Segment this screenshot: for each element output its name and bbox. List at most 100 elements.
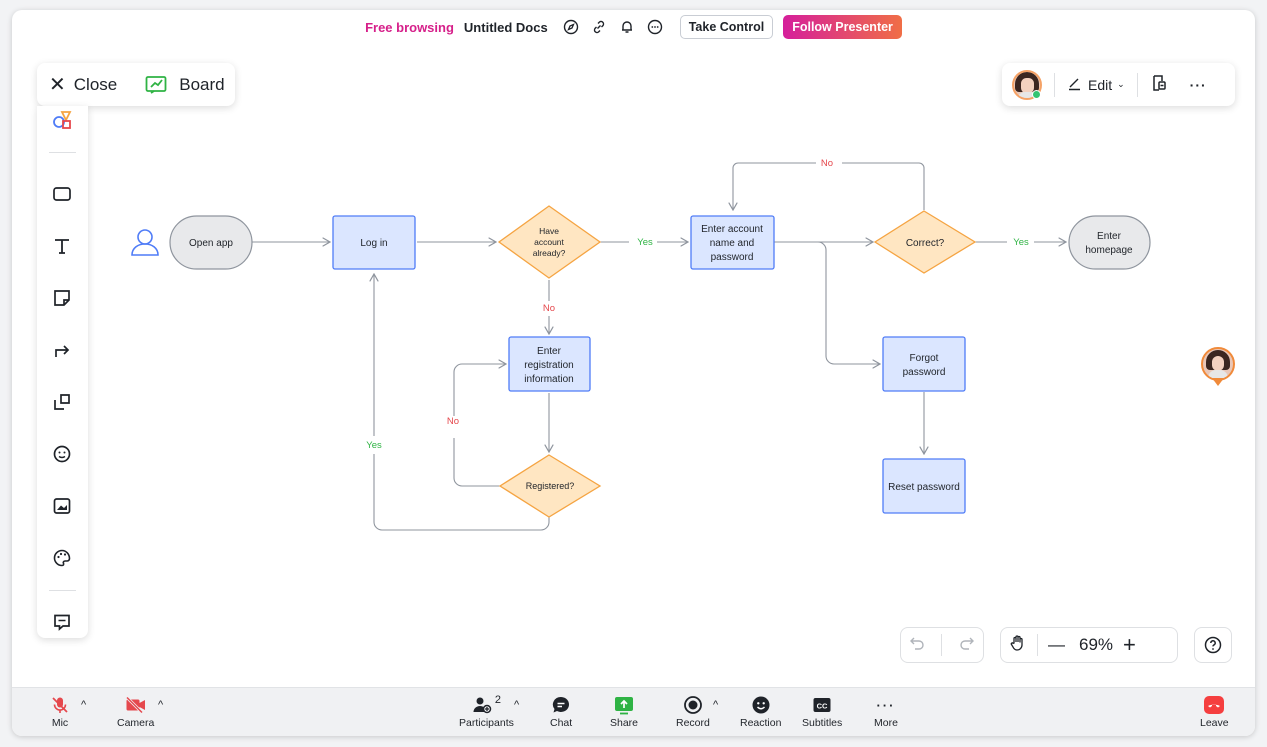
more-label: More (874, 717, 898, 729)
chat-label: Chat (550, 717, 573, 729)
mic-options-caret[interactable]: ^ (81, 699, 87, 711)
zoom-level[interactable]: 69% (1078, 635, 1114, 654)
close-board-bar: ✕ Close Board (37, 63, 235, 106)
share-button[interactable]: Share (610, 694, 638, 729)
palette-icon[interactable] (50, 546, 74, 570)
undo-redo-group (900, 627, 984, 663)
node-correct[interactable]: Correct? (873, 210, 977, 274)
svg-text:Enter account: Enter account (701, 224, 763, 235)
svg-text:CC: CC (817, 702, 828, 711)
more-button[interactable]: ··· (1189, 76, 1207, 93)
leave-button[interactable]: Leave (1200, 694, 1229, 729)
node-registered[interactable]: Registered? (498, 454, 602, 518)
svg-text:Correct?: Correct? (906, 238, 945, 249)
divider (1037, 634, 1038, 656)
more-button[interactable]: ··· More (874, 694, 898, 730)
rectangle-icon[interactable] (50, 182, 74, 206)
reaction-icon (751, 694, 771, 716)
node-forgot-password[interactable]: Forgot password (882, 336, 966, 392)
follow-presenter-button[interactable]: Follow Presenter (783, 15, 902, 39)
camera-button[interactable]: Camera (117, 694, 154, 729)
mic-button[interactable]: Mic (50, 694, 70, 729)
subtitles-label: Subtitles (802, 717, 843, 729)
toolbar-divider (49, 152, 76, 153)
link-icon[interactable] (590, 18, 608, 36)
record-label: Record (676, 717, 710, 729)
participants-button[interactable]: 2 Participants (459, 694, 514, 729)
mic-muted-icon (50, 694, 70, 716)
comment-icon[interactable] (50, 610, 74, 634)
record-options-caret[interactable]: ^ (713, 699, 719, 711)
whiteboard-canvas[interactable]: Yes No Yes No No Yes Open app Log in Hav… (12, 10, 1255, 680)
presenter-avatar[interactable] (1201, 347, 1235, 381)
document-icon[interactable] (1150, 74, 1168, 95)
divider (1136, 72, 1138, 97)
node-enter-registration[interactable]: Enter registration information (508, 336, 591, 392)
chat-button[interactable]: Chat (550, 694, 572, 729)
connector-icon[interactable] (50, 338, 74, 362)
redo-icon[interactable] (959, 635, 975, 656)
share-screen-icon (613, 694, 635, 716)
zoom-controls: — 69% + (1000, 627, 1178, 663)
svg-text:name and: name and (710, 238, 754, 249)
compass-icon[interactable] (562, 18, 580, 36)
connector-correct-no-b (733, 162, 816, 210)
free-browsing-label[interactable]: Free browsing (365, 19, 454, 35)
node-enter-homepage[interactable]: Enter homepage (1068, 215, 1151, 270)
reaction-button[interactable]: Reaction (740, 694, 781, 729)
node-log-in[interactable]: Log in (332, 215, 416, 270)
sticky-note-icon[interactable] (50, 286, 74, 310)
presenter-pointer (1212, 378, 1224, 386)
more-dots-icon: ··· (876, 697, 896, 713)
zoom-out-button[interactable]: — (1048, 635, 1065, 654)
connector-registered-yes-a (373, 454, 550, 531)
hand-tool-icon[interactable] (1009, 634, 1027, 657)
close-button[interactable]: Close (73, 74, 118, 94)
app-window: Free browsing Untitled Docs Take Control… (12, 10, 1255, 736)
chat-icon (551, 694, 571, 716)
frame-icon[interactable] (50, 390, 74, 414)
subtitles-button[interactable]: CC Subtitles (802, 694, 842, 729)
node-have-account[interactable]: Have account already? (497, 205, 602, 279)
participants-count: 2 (494, 694, 501, 706)
sticker-icon[interactable] (50, 442, 74, 466)
leave-label: Leave (1200, 717, 1229, 729)
bell-icon[interactable] (618, 18, 636, 36)
board-label[interactable]: Board (179, 74, 225, 94)
edit-bar: Edit ⌄ ··· (1002, 63, 1235, 106)
svg-text:homepage: homepage (1085, 245, 1133, 256)
take-control-button[interactable]: Take Control (679, 15, 774, 39)
node-reset-password[interactable]: Reset password (882, 458, 966, 514)
help-icon (1204, 636, 1222, 654)
close-icon[interactable]: ✕ (49, 74, 66, 96)
left-toolbar (37, 106, 88, 638)
zoom-in-button[interactable]: + (1123, 632, 1136, 657)
svg-text:account: account (534, 237, 564, 247)
svg-text:registration: registration (524, 360, 573, 371)
top-bar: Free browsing Untitled Docs Take Control… (12, 10, 1255, 44)
svg-text:Forgot: Forgot (910, 353, 939, 364)
share-label: Share (610, 717, 639, 729)
participants-options-caret[interactable]: ^ (514, 699, 520, 711)
meeting-toolbar: Mic ^ Camera ^ 2 Participants ^ Chat (12, 687, 1255, 736)
svg-text:Have: Have (539, 226, 559, 236)
more-circle-icon[interactable] (646, 18, 664, 36)
text-icon[interactable] (50, 234, 74, 258)
label-yes-account: Yes (637, 237, 653, 248)
node-enter-account[interactable]: Enter account name and password (690, 215, 775, 270)
help-button[interactable] (1194, 627, 1232, 663)
online-status-dot (1032, 90, 1041, 99)
image-icon[interactable] (50, 494, 74, 518)
chevron-down-icon[interactable]: ⌄ (1117, 79, 1125, 89)
svg-text:Enter: Enter (1097, 231, 1122, 242)
node-open-app[interactable]: Open app (169, 215, 253, 270)
record-button[interactable]: Record (676, 694, 710, 729)
shapes-icon[interactable] (50, 108, 74, 132)
label-no-correct: No (821, 158, 833, 169)
avatar[interactable] (1012, 69, 1042, 100)
svg-text:Open app: Open app (189, 238, 233, 249)
undo-icon[interactable] (909, 635, 925, 656)
edit-button[interactable]: Edit (1088, 76, 1113, 93)
camera-options-caret[interactable]: ^ (158, 699, 164, 711)
divider (941, 634, 943, 656)
